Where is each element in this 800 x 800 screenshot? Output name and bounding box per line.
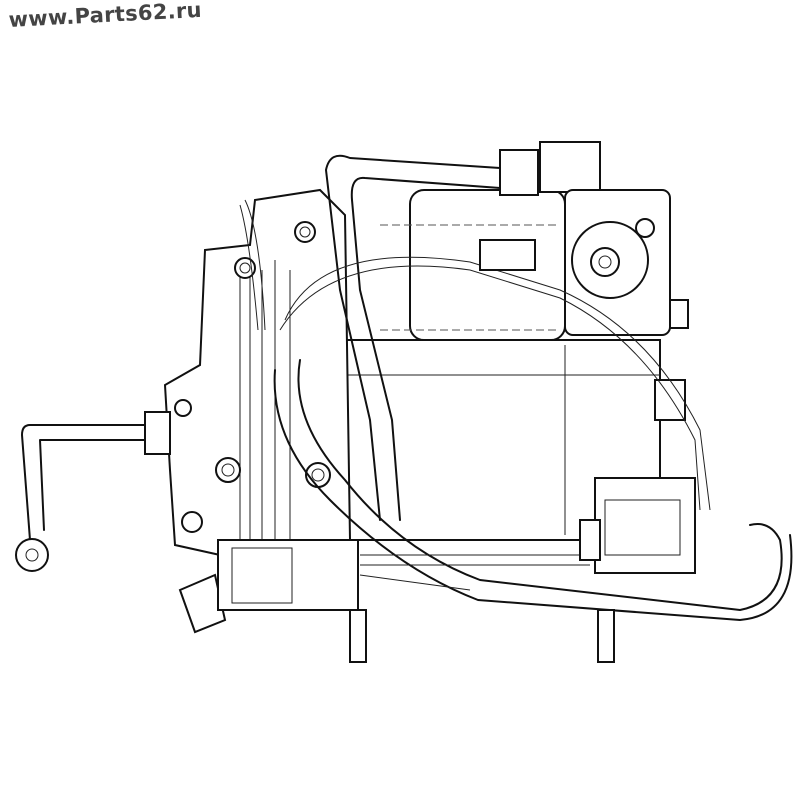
air-hose (178, 154, 793, 634)
mounting-studs (349, 609, 615, 663)
valve-block (499, 141, 689, 421)
connectors (217, 239, 696, 611)
ground-cable (15, 411, 171, 572)
wiring-harness (239, 199, 711, 591)
